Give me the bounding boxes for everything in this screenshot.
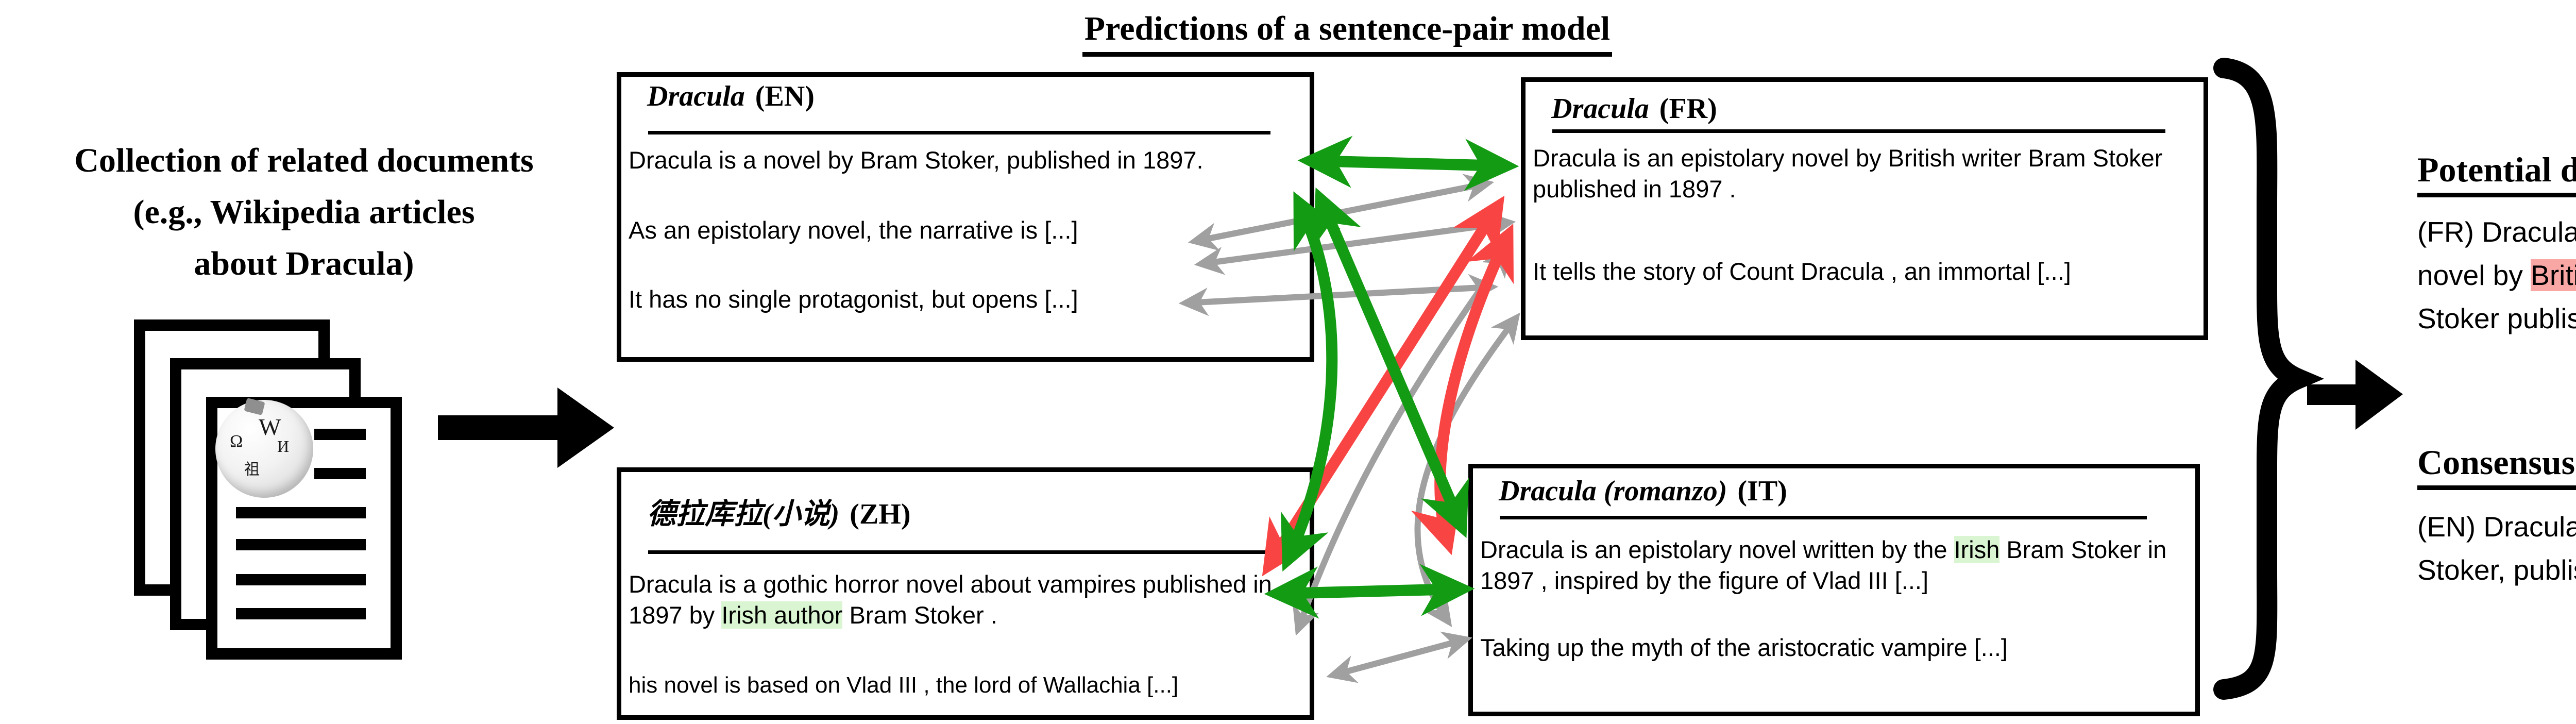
consensus-heading-text: Consensus: [2417, 442, 2576, 491]
highlight-british-writer: British writer [2531, 259, 2576, 291]
text-line-bar [236, 507, 366, 518]
alignment-arrow-gray [1326, 631, 1472, 683]
title-divider [1552, 129, 2165, 133]
globe-glyph: Ω [230, 432, 243, 451]
discrepancy-text: (FR) Dracula is an epistolary novel by B… [2417, 210, 2576, 340]
document-title-zh: 德拉库拉(小说) (ZH) [647, 498, 911, 531]
document-title-en: Dracula (EN) [647, 80, 815, 113]
sentence-zh-2: his novel is based on Vlad III , the lor… [629, 672, 1179, 698]
wikipedia-globe-icon: W Ω И 祖 [215, 398, 313, 498]
agreement-arrow-en-it [1313, 187, 1469, 538]
document-page-front-icon: W Ω И 祖 [206, 397, 402, 660]
docs-to-model-arrow-icon [438, 388, 614, 468]
sentence-it-1: Dracula is an epistolary novel written b… [1480, 534, 2191, 596]
sentence-zh-1: Dracula is a gothic horror novel about v… [629, 569, 1306, 631]
document-title-it: Dracula (romanzo) (IT) [1499, 475, 1787, 508]
highlight-irish-author: Irish author [721, 601, 843, 629]
document-title-lang: (IT) [1737, 475, 1787, 507]
text-line-bar [236, 574, 366, 585]
text-line-bar [314, 429, 366, 440]
sentence-segment: Bram Stoker published in 1897 . [2417, 302, 2576, 334]
document-box-it: Dracula (romanzo) (IT) Dracula is an epis… [1468, 464, 2200, 716]
document-box-en: Dracula (EN) Dracula is a novel by Bram S… [617, 72, 1314, 362]
document-title-name: Dracula (romanzo) [1499, 475, 1727, 507]
text-line-bar [314, 468, 366, 479]
caption-line: Collection of related documents [74, 142, 534, 179]
caption-line: about Dracula) [194, 245, 414, 282]
document-title-name: Dracula [647, 80, 745, 112]
discrepancy-heading-text: Potential discrepancy: [2417, 149, 2576, 198]
document-title-fr: Dracula (FR) [1551, 93, 1717, 125]
text-line-bar [236, 539, 366, 550]
title-divider [648, 550, 1270, 554]
sentence-en-3: It has no single protagonist, but opens … [629, 285, 1078, 313]
caption-line: (e.g., Wikipedia articles [133, 193, 475, 231]
globe-glyph: 祖 [244, 461, 260, 478]
agreement-arrow-en-fr [1297, 136, 1519, 191]
highlight-irish: Irish [1954, 536, 2000, 563]
sentence-segment: Dracula is a gothic horror novel about v… [629, 570, 1272, 629]
sentence-segment: Bram Stoker . [842, 601, 997, 629]
document-title-name: Dracula [1551, 93, 1649, 125]
document-box-fr: Dracula (FR) Dracula is an epistolary nov… [1521, 77, 2208, 340]
globe-glyph: W [259, 414, 281, 440]
sentence-segment: Dracula is an epistolary novel written b… [1480, 536, 1954, 563]
discrepancy-heading: Potential discrepancy: [2417, 149, 2576, 198]
figure-title: Predictions of a sentence-pair model [1023, 8, 1672, 57]
sentence-en-2: As an epistolary novel, the narrative is… [629, 216, 1078, 244]
globe-glyph: И [277, 437, 290, 456]
collection-caption: Collection of related documents (e.g., W… [10, 135, 598, 290]
figure-title-text: Predictions of a sentence-pair model [1082, 8, 1613, 57]
sentence-segment: Bram Stoker in 1897 , inspired by the fi… [1480, 536, 2167, 594]
title-divider [1500, 516, 2147, 519]
sentence-segment: (FR) Dracula is an epistolary novel by [2417, 216, 2576, 291]
brace-to-output-arrow-icon [2307, 360, 2403, 430]
document-title-lang: (ZH) [850, 498, 911, 530]
output-brace [2213, 58, 2324, 700]
sentence-fr-2: It tells the story of Count Dracula , an… [1533, 258, 2071, 285]
consensus-heading: Consensus: [2417, 442, 2576, 491]
sentence-en-1: Dracula is a novel by Bram Stoker, publi… [629, 146, 1204, 174]
document-title-lang: (EN) [755, 80, 815, 112]
title-divider [648, 131, 1270, 134]
text-line-bar [236, 608, 366, 619]
sentence-fr-1: Dracula is an epistolary novel by Britis… [1533, 144, 2163, 203]
consensus-text: (EN) Dracula is a novel by Bram Stoker, … [2417, 511, 2576, 586]
sentence-it-2: Taking up the myth of the aristocratic v… [1480, 634, 2008, 661]
document-title-lang: (FR) [1659, 93, 1717, 125]
document-title-name: 德拉库拉(小说) [647, 498, 840, 530]
globe-notch [244, 398, 265, 415]
document-box-zh: 德拉库拉(小说) (ZH) Dracula is a gothic horror … [617, 467, 1314, 720]
